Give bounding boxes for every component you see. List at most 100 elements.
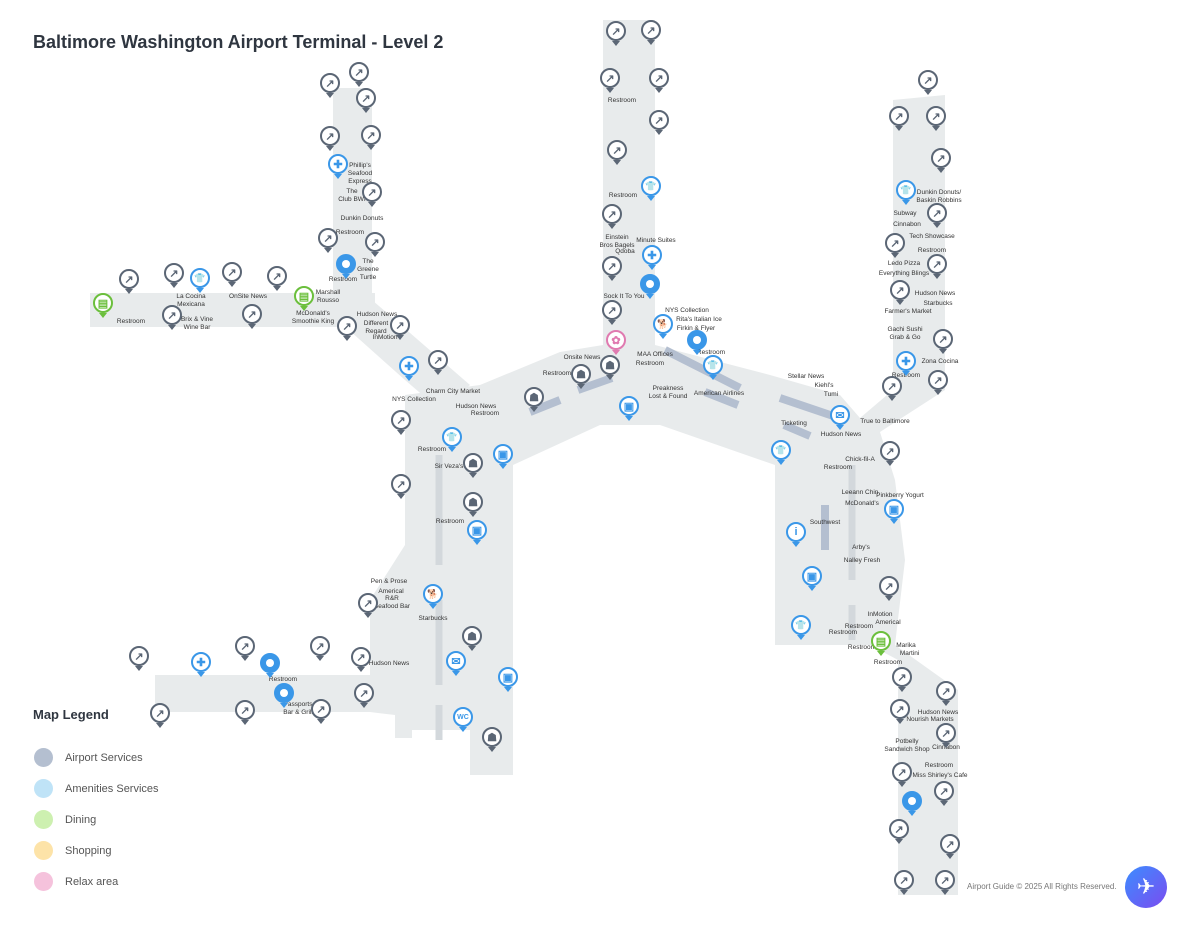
wc-icon[interactable]: WC [453,707,473,727]
locker-icon[interactable]: ▣ [619,396,639,416]
gate-arrow-icon[interactable]: ↗ [606,21,626,41]
gate-arrow-icon[interactable]: ↗ [927,203,947,223]
gate-arrow-icon[interactable]: ↗ [150,703,170,723]
gate-arrow-icon[interactable]: ↗ [940,834,960,854]
gate-arrow-icon[interactable]: ↗ [320,73,340,93]
gate-arrow-icon[interactable]: ↗ [892,762,912,782]
gate-arrow-icon[interactable]: ↗ [889,106,909,126]
relax-icon[interactable]: ✿ [606,330,626,350]
gate-arrow-icon[interactable]: ↗ [164,263,184,283]
service-people-icon[interactable]: ☗ [524,387,544,407]
elevator-icon[interactable]: ▤ [871,631,891,651]
gate-arrow-icon[interactable]: ↗ [933,329,953,349]
medical-cross-icon[interactable]: ✚ [191,652,211,672]
gate-arrow-icon[interactable]: ↗ [391,410,411,430]
gate-arrow-icon[interactable]: ↗ [242,304,262,324]
gate-arrow-icon[interactable]: ↗ [365,232,385,252]
mail-icon[interactable]: ✉ [446,651,466,671]
gate-arrow-icon[interactable]: ↗ [880,441,900,461]
gate-arrow-icon[interactable]: ↗ [935,870,955,890]
service-people-icon[interactable]: ☗ [482,727,502,747]
gate-arrow-icon[interactable]: ↗ [892,667,912,687]
airplane-button[interactable]: ✈ [1125,866,1167,908]
gate-arrow-icon[interactable]: ↗ [356,88,376,108]
shop-icon[interactable]: 👕 [771,440,791,460]
gate-arrow-icon[interactable]: ↗ [310,636,330,656]
info-icon[interactable]: i [786,522,806,542]
shop-icon[interactable]: 👕 [791,615,811,635]
gate-arrow-icon[interactable]: ↗ [894,870,914,890]
service-people-icon[interactable]: ☗ [463,453,483,473]
shop-icon[interactable]: 👕 [641,176,661,196]
gate-arrow-icon[interactable]: ↗ [936,723,956,743]
gate-arrow-icon[interactable]: ↗ [318,228,338,248]
location-pin-icon[interactable] [687,330,707,350]
gate-arrow-icon[interactable]: ↗ [351,647,371,667]
location-pin-icon[interactable] [260,653,280,673]
gate-arrow-icon[interactable]: ↗ [882,376,902,396]
gate-arrow-icon[interactable]: ↗ [641,20,661,40]
elevator-icon[interactable]: ▤ [294,286,314,306]
locker-icon[interactable]: ▣ [498,667,518,687]
gate-arrow-icon[interactable]: ↗ [926,106,946,126]
gate-arrow-icon[interactable]: ↗ [349,62,369,82]
gate-arrow-icon[interactable]: ↗ [918,70,938,90]
pet-relief-icon[interactable]: 🐕 [423,584,443,604]
gate-arrow-icon[interactable]: ↗ [235,700,255,720]
locker-icon[interactable]: ▣ [802,566,822,586]
gate-arrow-icon[interactable]: ↗ [361,125,381,145]
gate-arrow-icon[interactable]: ↗ [602,256,622,276]
gate-arrow-icon[interactable]: ↗ [235,636,255,656]
gate-arrow-icon[interactable]: ↗ [602,204,622,224]
locker-icon[interactable]: ▣ [493,444,513,464]
gate-arrow-icon[interactable]: ↗ [391,474,411,494]
gate-arrow-icon[interactable]: ↗ [222,262,242,282]
gate-arrow-icon[interactable]: ↗ [936,681,956,701]
gate-arrow-icon[interactable]: ↗ [928,370,948,390]
gate-arrow-icon[interactable]: ↗ [337,316,357,336]
medical-cross-icon[interactable]: ✚ [399,356,419,376]
gate-arrow-icon[interactable]: ↗ [889,819,909,839]
gate-arrow-icon[interactable]: ↗ [267,266,287,286]
gate-arrow-icon[interactable]: ↗ [602,300,622,320]
pet-relief-icon[interactable]: 🐕 [653,314,673,334]
gate-arrow-icon[interactable]: ↗ [390,315,410,335]
gate-arrow-icon[interactable]: ↗ [890,280,910,300]
service-people-icon[interactable]: ☗ [463,492,483,512]
location-pin-icon[interactable] [902,791,922,811]
shop-icon[interactable]: 👕 [442,427,462,447]
locker-icon[interactable]: ▣ [467,520,487,540]
gate-arrow-icon[interactable]: ↗ [890,699,910,719]
medical-cross-icon[interactable]: ✚ [896,351,916,371]
gate-arrow-icon[interactable]: ↗ [934,781,954,801]
gate-arrow-icon[interactable]: ↗ [320,126,340,146]
gate-arrow-icon[interactable]: ↗ [649,110,669,130]
gate-arrow-icon[interactable]: ↗ [885,233,905,253]
location-pin-icon[interactable] [274,683,294,703]
service-people-icon[interactable]: ☗ [600,355,620,375]
gate-arrow-icon[interactable]: ↗ [311,699,331,719]
mail-icon[interactable]: ✉ [830,405,850,425]
gate-arrow-icon[interactable]: ↗ [927,254,947,274]
gate-arrow-icon[interactable]: ↗ [162,305,182,325]
elevator-icon[interactable]: ▤ [93,293,113,313]
gate-arrow-icon[interactable]: ↗ [428,350,448,370]
gate-arrow-icon[interactable]: ↗ [354,683,374,703]
gate-arrow-icon[interactable]: ↗ [119,269,139,289]
gate-arrow-icon[interactable]: ↗ [129,646,149,666]
locker-icon[interactable]: ▣ [884,499,904,519]
shop-icon[interactable]: 👕 [190,268,210,288]
gate-arrow-icon[interactable]: ↗ [649,68,669,88]
service-people-icon[interactable]: ☗ [571,364,591,384]
location-pin-icon[interactable] [640,274,660,294]
location-pin-icon[interactable] [336,254,356,274]
gate-arrow-icon[interactable]: ↗ [362,182,382,202]
medical-cross-icon[interactable]: ✚ [642,245,662,265]
shop-icon[interactable]: 👕 [703,355,723,375]
medical-cross-icon[interactable]: ✚ [328,154,348,174]
gate-arrow-icon[interactable]: ↗ [879,576,899,596]
gate-arrow-icon[interactable]: ↗ [600,68,620,88]
shop-icon[interactable]: 👕 [896,180,916,200]
gate-arrow-icon[interactable]: ↗ [607,140,627,160]
